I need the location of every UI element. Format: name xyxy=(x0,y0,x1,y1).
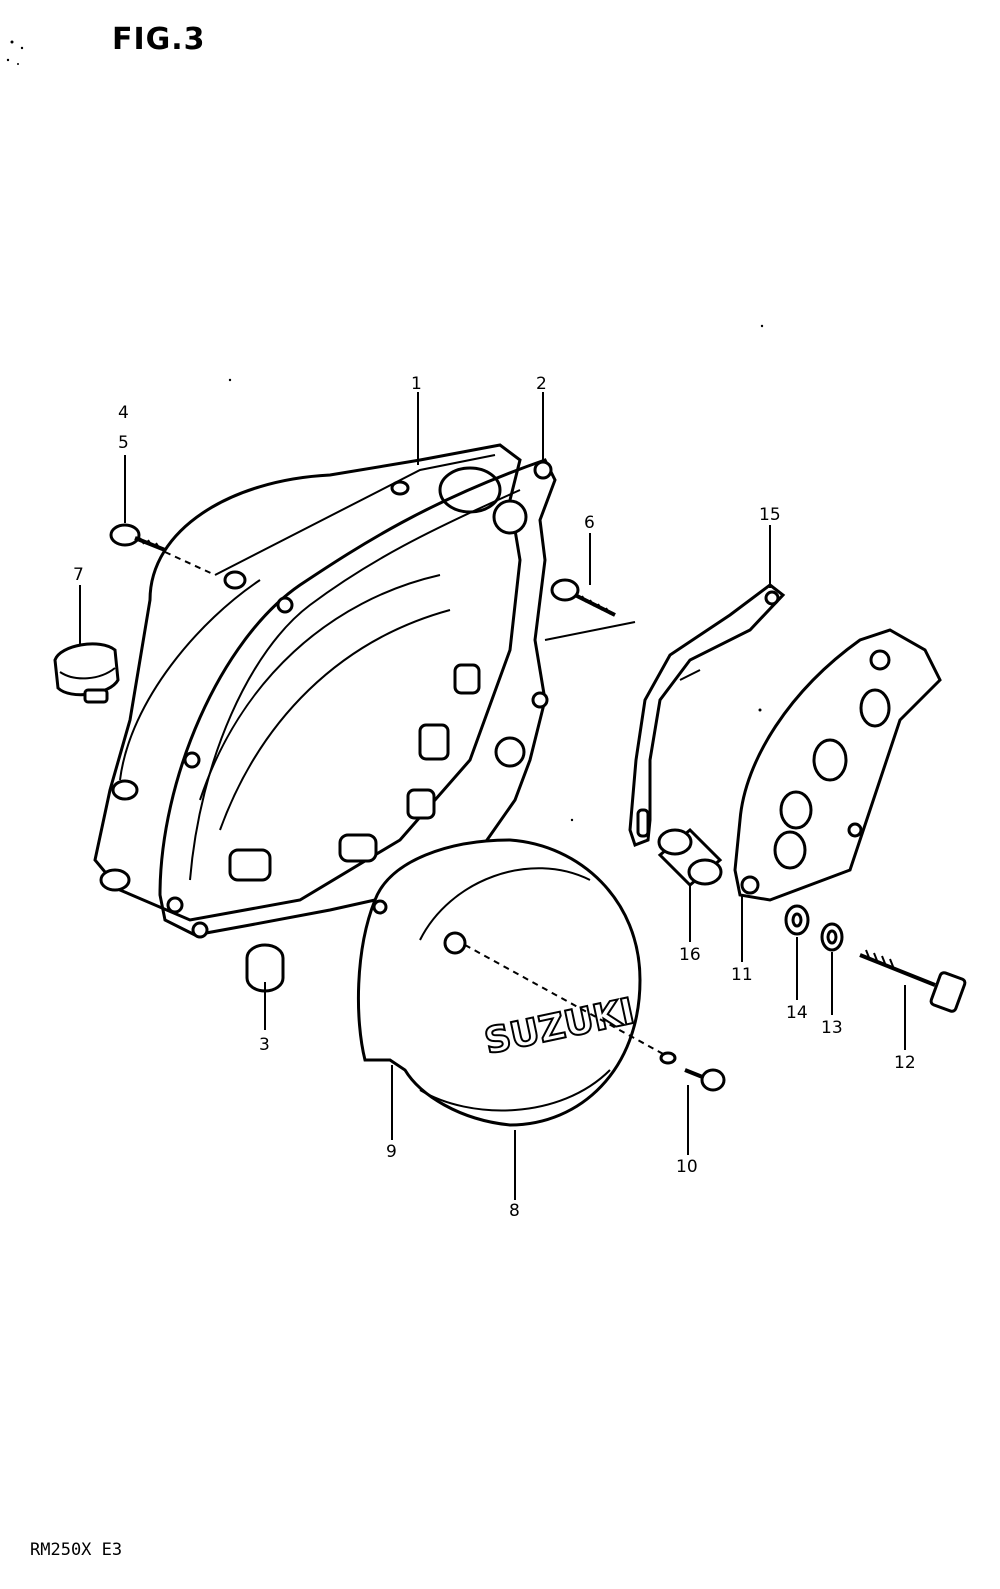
bracket-15 xyxy=(628,583,786,847)
callout-12: 12 xyxy=(894,1053,916,1073)
crankcase-cover xyxy=(93,443,522,922)
gasket xyxy=(158,458,557,939)
callout-8: 8 xyxy=(509,1201,520,1221)
washer-13 xyxy=(820,922,844,952)
collar-16 xyxy=(657,827,723,888)
callout-1: 1 xyxy=(411,374,422,394)
cover-plate-11 xyxy=(733,628,942,902)
clutch-cover-8: SUZUKI xyxy=(356,838,642,1127)
washer-14 xyxy=(784,904,810,936)
callout-10: 10 xyxy=(676,1157,698,1177)
callout-4: 4 xyxy=(118,403,129,423)
bolt-10 xyxy=(464,944,726,1092)
screw-6 xyxy=(544,578,636,641)
callout-3: 3 xyxy=(259,1035,270,1055)
callout-13: 13 xyxy=(821,1018,843,1038)
screw-4-5 xyxy=(109,523,216,576)
callout-16: 16 xyxy=(679,945,701,965)
callout-9: 9 xyxy=(386,1142,397,1162)
callout-14: 14 xyxy=(786,1003,808,1023)
callout-6: 6 xyxy=(584,513,595,533)
callout-11: 11 xyxy=(731,965,753,985)
callout-7: 7 xyxy=(73,565,84,585)
callout-15: 15 xyxy=(759,505,781,525)
bolt-12 xyxy=(859,949,967,1013)
filler-cap-7 xyxy=(53,642,120,704)
leader-lines xyxy=(79,392,906,1200)
callout-5: 5 xyxy=(118,433,129,453)
model-code: RM250X E3 xyxy=(30,1540,123,1560)
figure-title: FIG.3 xyxy=(112,22,206,57)
callout-labels: 1 2 3 4 5 6 7 8 9 10 11 12 13 14 15 16 xyxy=(73,374,916,1221)
callout-2: 2 xyxy=(536,374,547,394)
scan-specks xyxy=(6,40,764,822)
